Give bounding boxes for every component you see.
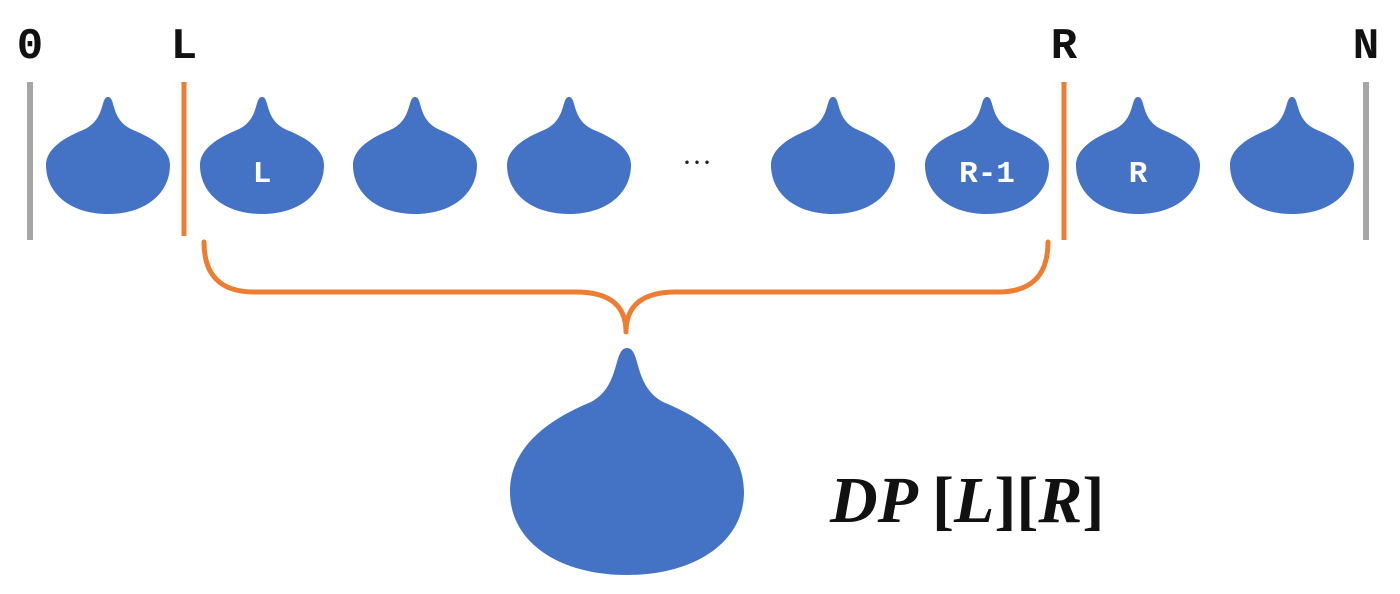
dp-label-var-l: L — [953, 464, 994, 537]
boundary-label-left: L — [171, 22, 197, 72]
dp-label-var-r: R — [1037, 464, 1082, 537]
slime-row: L R-1 R — [46, 97, 1354, 214]
slime-icon — [771, 97, 895, 214]
boundary-label-end: N — [1353, 22, 1379, 72]
slime-icon — [46, 97, 170, 214]
dp-label-bracket-close: ] — [1082, 464, 1104, 537]
slime-label-r-minus-1: R-1 — [959, 157, 1015, 192]
slime-icon-l: L — [200, 97, 324, 214]
slime-icon — [507, 97, 631, 214]
dp-label-prefix: DP — [829, 464, 932, 537]
merged-slime-icon — [510, 348, 744, 575]
boundary-label-right: R — [1051, 22, 1078, 72]
dp-label: DP [L][R] — [829, 464, 1104, 537]
range-brace — [201, 239, 1051, 335]
slime-label-l: L — [253, 157, 272, 192]
slime-icon-r-minus-1: R-1 — [925, 97, 1049, 214]
dp-label-bracket-close: ] — [994, 464, 1016, 537]
slime-icon — [353, 97, 477, 214]
dp-label-bracket-open: [ — [1016, 464, 1038, 537]
boundary-label-start: 0 — [17, 22, 43, 72]
dp-label-bracket-open: [ — [932, 464, 954, 537]
ellipsis: ··· — [682, 146, 712, 179]
slime-icon — [1230, 97, 1354, 214]
slime-icon-r: R — [1076, 97, 1200, 214]
slime-label-r: R — [1129, 157, 1148, 192]
